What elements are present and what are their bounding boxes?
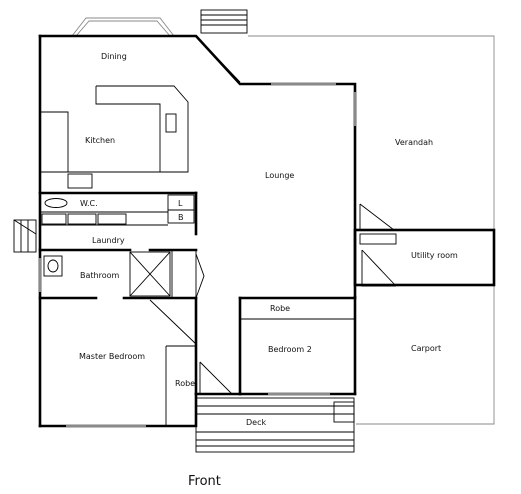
label-deck: Deck: [246, 418, 266, 427]
label-bathroom: Bathroom: [80, 271, 120, 280]
label-verandah: Verandah: [395, 138, 433, 147]
label-linen: L: [178, 199, 183, 208]
label-wc: W.C.: [80, 199, 98, 208]
label-utility-room: Utility room: [411, 251, 458, 260]
label-kitchen: Kitchen: [85, 136, 115, 145]
label-robe-bedroom2: Robe: [270, 304, 290, 313]
chimney: [200, 9, 248, 34]
side-steps: [13, 219, 37, 253]
label-robe-master: Robe: [175, 379, 195, 388]
interior-walls: [38, 191, 357, 426]
dining-bay-window: [71, 17, 175, 37]
utility-room-outline: [353, 228, 496, 287]
laundry-fixtures: [41, 213, 127, 225]
label-lounge: Lounge: [265, 171, 294, 180]
kitchen-fixtures: [40, 85, 189, 189]
label-dining: Dining: [101, 52, 127, 61]
exterior-walls: [38, 34, 357, 428]
wc-fixtures: [44, 194, 195, 224]
bathroom-fixtures: [43, 251, 205, 299]
label-master-bedroom: Master Bedroom: [79, 352, 145, 361]
label-broom: B: [178, 213, 184, 222]
lounge-windows: [197, 37, 356, 126]
exterior-windows: [39, 258, 330, 427]
deck: [195, 397, 355, 453]
label-bedroom2: Bedroom 2: [268, 345, 312, 354]
label-laundry: Laundry: [92, 236, 125, 245]
label-front: Front: [188, 474, 221, 489]
label-carport: Carport: [411, 344, 441, 353]
